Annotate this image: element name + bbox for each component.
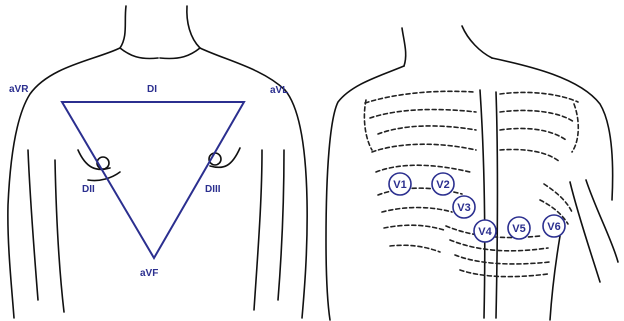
electrode-v1: V1	[389, 173, 411, 195]
electrode-v2: V2	[432, 173, 454, 195]
electrode-v4-label: V4	[478, 226, 492, 238]
electrode-v5-label: V5	[512, 223, 525, 235]
electrode-v6-label: V6	[547, 221, 560, 233]
electrode-v4: V4	[474, 220, 496, 242]
electrode-v5: V5	[508, 217, 530, 239]
lead-label-di: DI	[147, 84, 157, 95]
electrode-v2-label: V2	[436, 179, 449, 191]
electrode-v6: V6	[543, 215, 565, 237]
lead-label-avf: aVF	[140, 268, 158, 279]
lead-label-avr: aVR	[9, 84, 29, 95]
electrode-v3-label: V3	[457, 202, 470, 214]
electrode-v1-label: V1	[393, 179, 406, 191]
chest-outline	[326, 26, 618, 320]
lead-label-dii: DII	[82, 184, 95, 195]
lead-label-diii: DIII	[205, 184, 221, 195]
lead-label-avl: aVL	[270, 85, 288, 96]
chest-panel: V1 V2 V3 V4 V5 V6	[326, 26, 618, 320]
frontal-torso-panel: aVR aVL DI DII DIII aVF	[8, 6, 307, 318]
electrode-v3: V3	[453, 196, 475, 218]
